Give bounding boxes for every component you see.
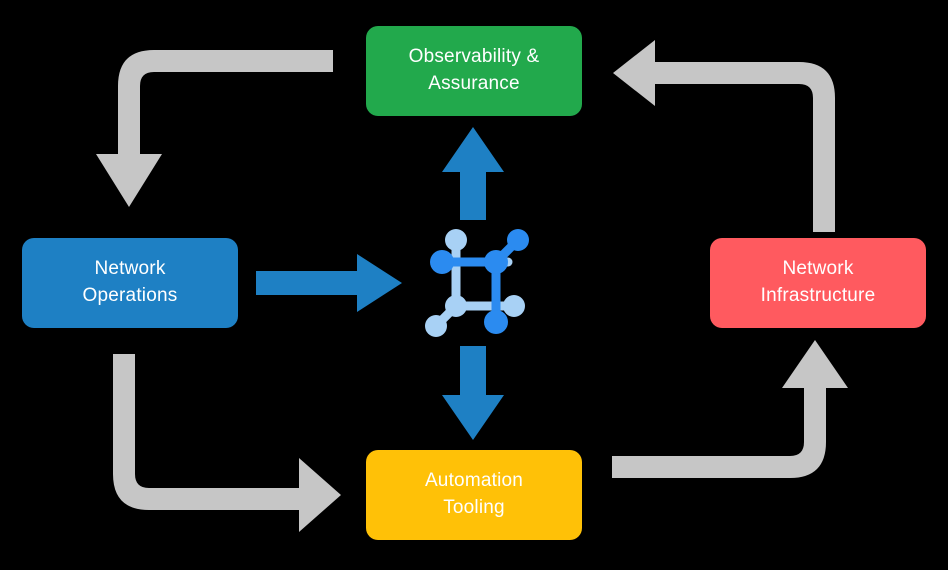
topology-node-top-left	[445, 229, 467, 251]
arrow-observability-to-network-operations	[96, 50, 333, 207]
topology-node-top-right	[507, 229, 529, 251]
node-automation-tooling[interactable]: Automation Tooling	[366, 450, 582, 540]
topology-node-left	[430, 250, 454, 274]
topology-node-center	[484, 250, 508, 274]
node-network-infrastructure-label: Network Infrastructure	[760, 258, 876, 306]
node-observability-and-assurance[interactable]: Observability & Assurance	[366, 26, 582, 116]
node-network-operations[interactable]: Network Operations	[22, 238, 238, 328]
topology-node-right-mid	[503, 295, 525, 317]
arrow-network-operations-to-automation-tooling	[113, 354, 341, 532]
arrow-center-to-observability	[442, 127, 504, 220]
node-observability-label: Observability & Assurance	[408, 46, 540, 94]
arrow-center-to-automation-tooling	[442, 346, 504, 440]
arrow-network-infrastructure-to-observability	[613, 40, 835, 232]
node-automation-tooling-label: Automation Tooling	[424, 470, 524, 518]
arrow-network-operations-to-center	[256, 254, 402, 312]
arrow-automation-tooling-to-network-infrastructure	[612, 340, 848, 478]
network-topology-icon	[425, 229, 529, 337]
node-network-operations-label: Network Operations	[82, 258, 178, 306]
topology-node-bottom-left	[425, 315, 447, 337]
node-network-infrastructure[interactable]: Network Infrastructure	[710, 238, 926, 328]
topology-node-mid-left	[445, 295, 467, 317]
topology-node-bottom-center	[484, 310, 508, 334]
